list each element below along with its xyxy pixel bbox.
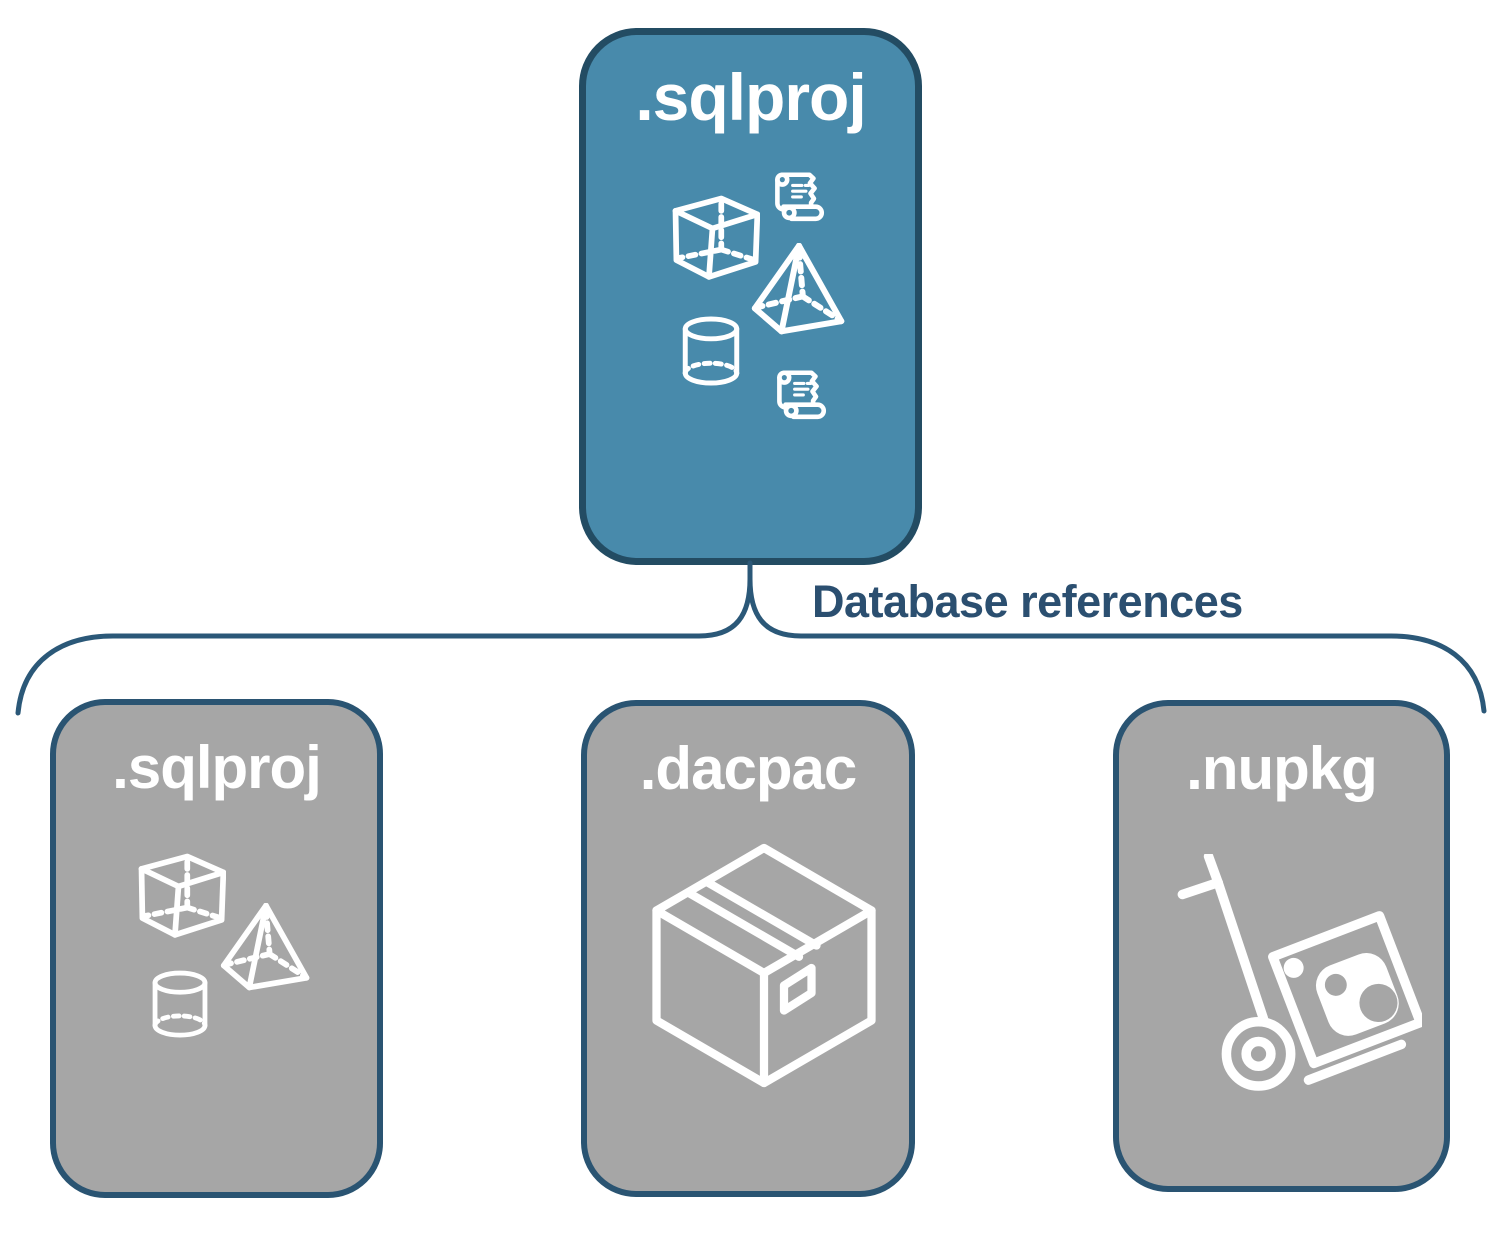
bottom-card-title: .sqlproj: [112, 734, 322, 801]
database-references-label: Database references: [812, 576, 1243, 627]
top-sqlproj-card: .sqlproj: [579, 28, 922, 565]
bottom-card-title: .dacpac: [639, 735, 857, 802]
top-card-title: .sqlproj: [635, 60, 866, 134]
pyramid-icon: [216, 903, 316, 991]
bottom-nupkg-card: .nupkg: [1113, 700, 1450, 1192]
bottom-dacpac-card: .dacpac: [581, 700, 915, 1197]
cube-icon: [672, 195, 760, 283]
cylinder-icon: [148, 969, 212, 1043]
cylinder-icon: [678, 315, 744, 391]
hand-truck-package-icon: [1176, 854, 1422, 1092]
pyramid-icon: [750, 243, 848, 335]
script-scroll-icon: [772, 369, 830, 422]
script-scroll-icon: [770, 171, 828, 224]
package-box-icon: [639, 838, 889, 1088]
cube-icon: [138, 853, 226, 941]
bottom-sqlproj-card: .sqlproj: [50, 699, 383, 1198]
bottom-card-title: .nupkg: [1186, 735, 1378, 802]
